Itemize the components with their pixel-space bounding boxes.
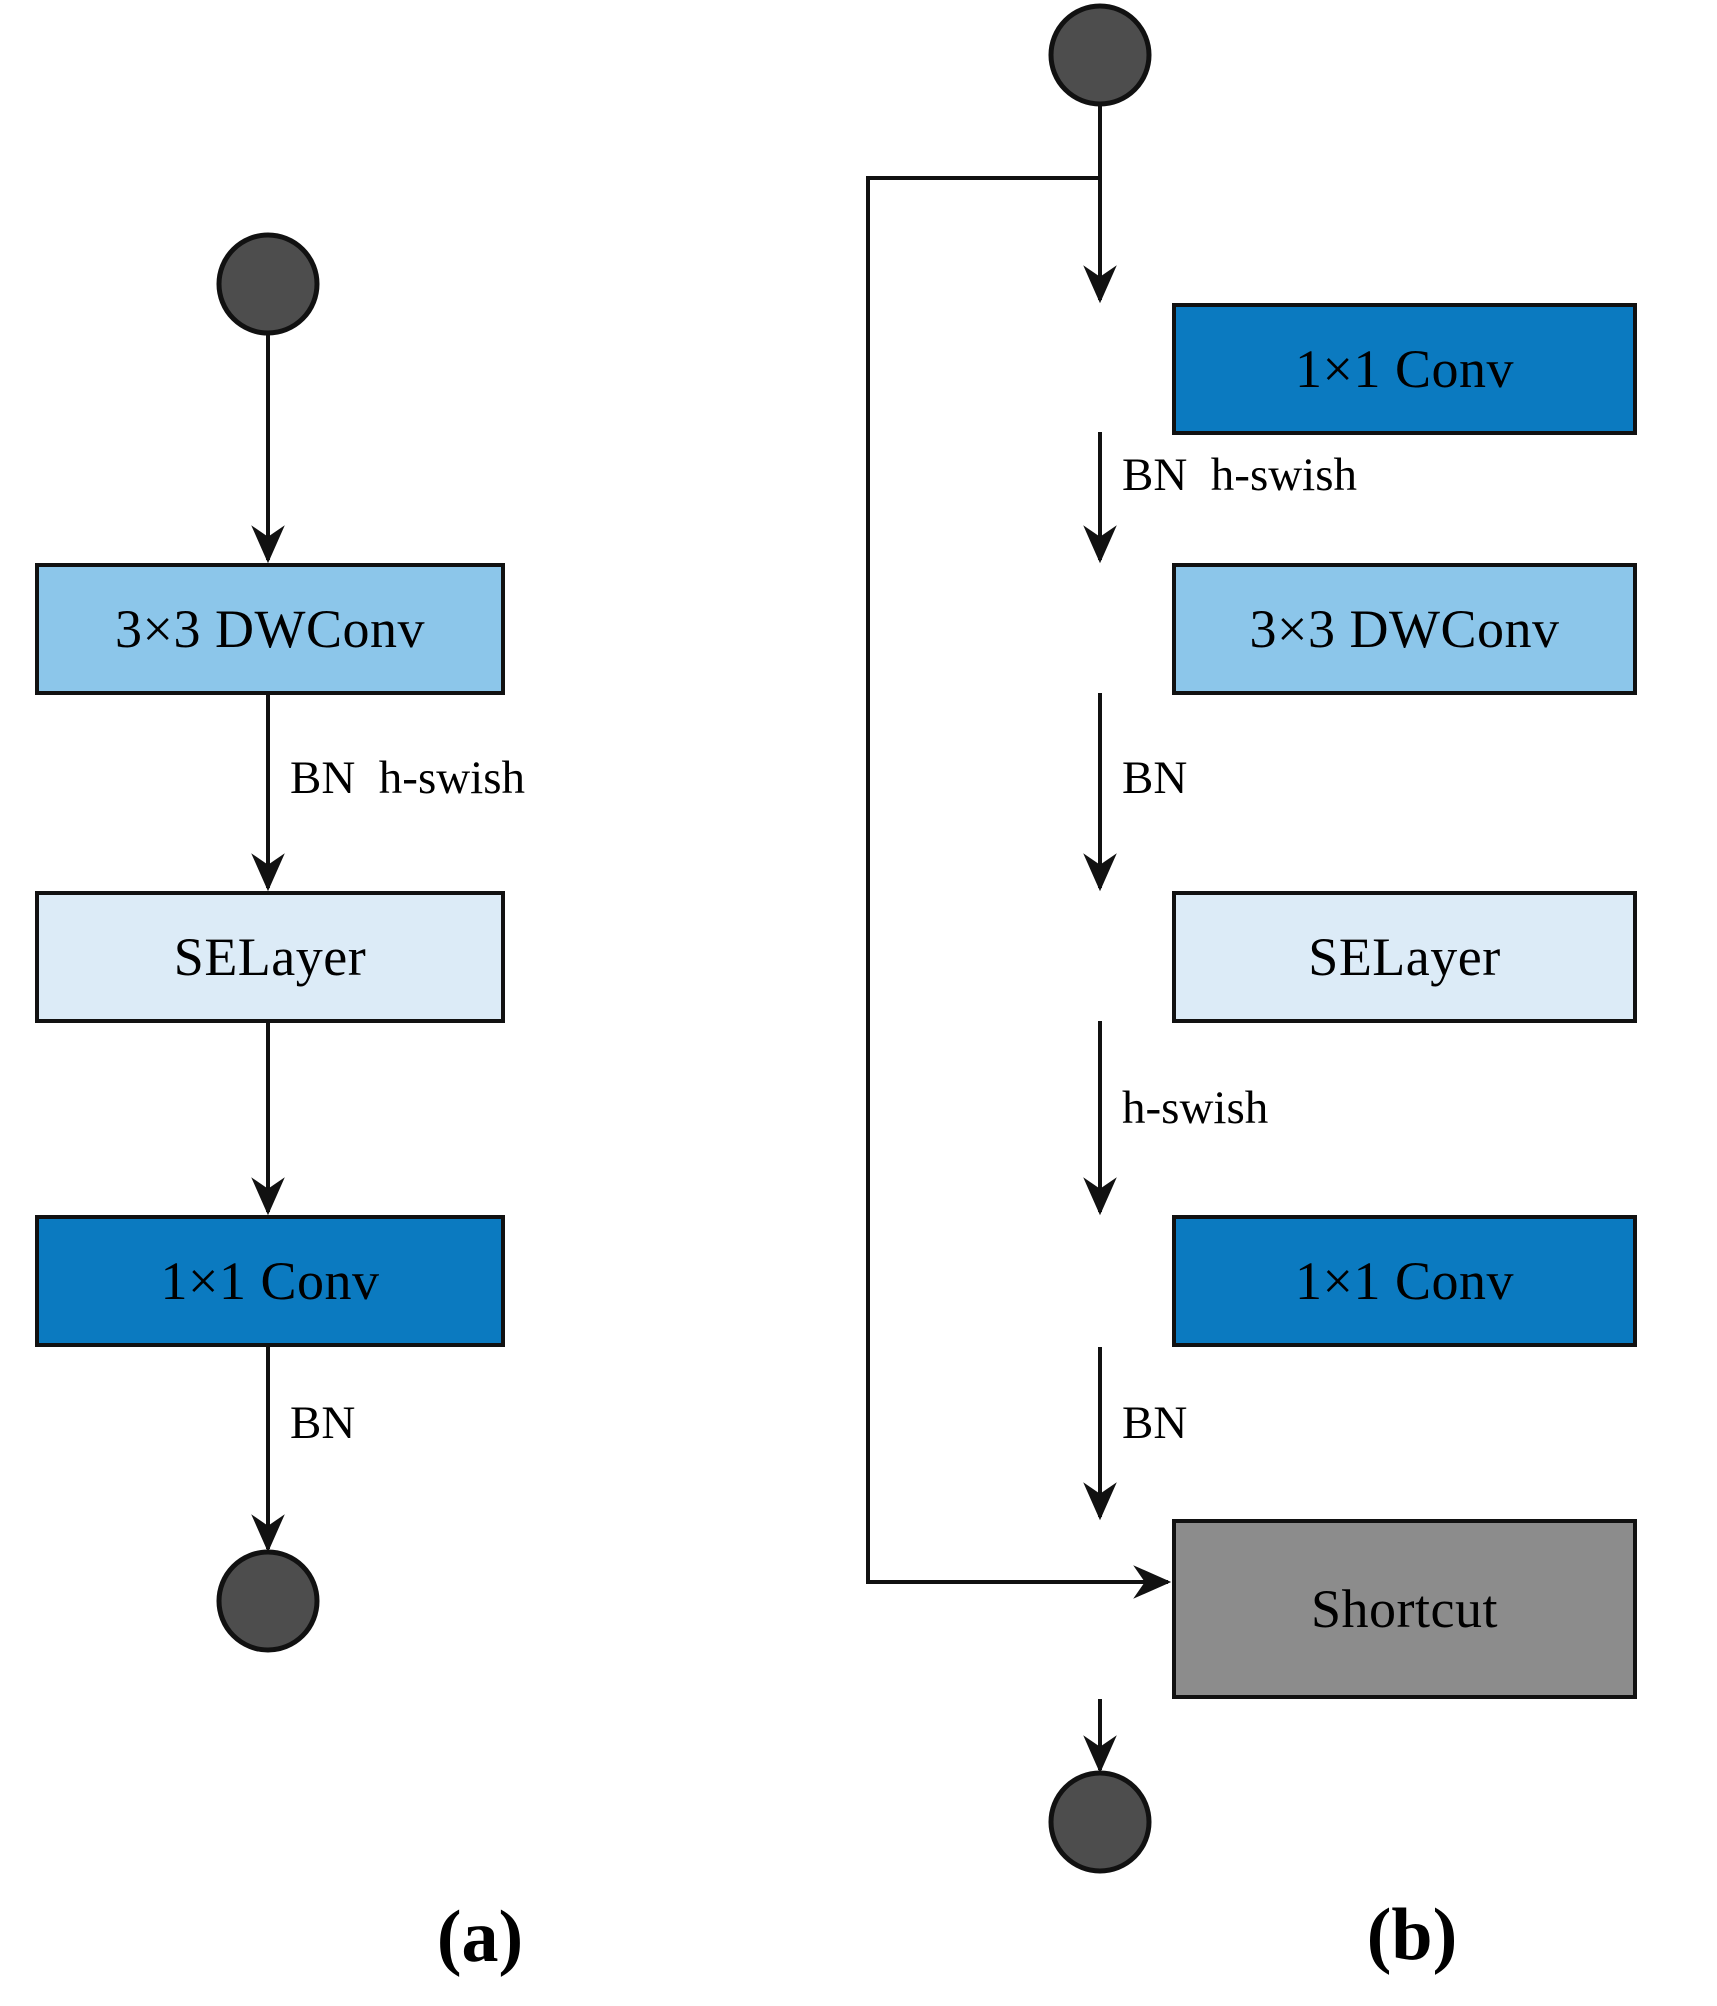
b-node-selayer-label: SELayer xyxy=(1308,927,1501,987)
b-node-shortcut-label: Shortcut xyxy=(1311,1579,1498,1639)
a-start-terminal-node xyxy=(216,232,320,336)
b-node-conv2[interactable]: 1×1 Conv xyxy=(1172,1215,1637,1347)
a-node-dwconv-label: 3×3 DWConv xyxy=(115,599,425,659)
b-node-dwconv[interactable]: 3×3 DWConv xyxy=(1172,563,1637,695)
b-edge-label-bn-hswish: BN h-swish xyxy=(1122,449,1358,501)
b-node-shortcut[interactable]: Shortcut xyxy=(1172,1519,1637,1699)
b-node-conv2-label: 1×1 Conv xyxy=(1295,1251,1514,1311)
b-node-dwconv-label: 3×3 DWConv xyxy=(1249,599,1560,659)
b-node-conv1-label: 1×1 Conv xyxy=(1295,339,1514,399)
a-node-selayer-label: SELayer xyxy=(173,927,367,987)
a-node-conv[interactable]: 1×1 Conv xyxy=(35,1215,505,1347)
b-node-selayer[interactable]: SELayer xyxy=(1172,891,1637,1023)
a-node-dwconv[interactable]: 3×3 DWConv xyxy=(35,563,505,695)
a-edge-label-bn: BN xyxy=(290,1397,356,1449)
panel-caption-b: (b) xyxy=(1366,1894,1458,1976)
b-skip-connection-path xyxy=(866,176,1172,1599)
a-end-terminal-node xyxy=(216,1549,320,1653)
a-node-conv-label: 1×1 Conv xyxy=(160,1251,380,1311)
a-node-selayer[interactable]: SELayer xyxy=(35,891,505,1023)
b-start-terminal-node xyxy=(1048,3,1152,107)
b-node-conv1[interactable]: 1×1 Conv xyxy=(1172,303,1637,435)
b-edge-label-hswish: h-swish xyxy=(1122,1082,1269,1134)
b-end-terminal-node xyxy=(1048,1770,1152,1874)
a-edge-label-bn-hswish: BN h-swish xyxy=(290,752,526,804)
b-edge-label-bn-2: BN xyxy=(1122,1397,1188,1449)
panel-caption-a: (a) xyxy=(436,1896,524,1978)
b-edge-label-bn-1: BN xyxy=(1122,752,1188,804)
